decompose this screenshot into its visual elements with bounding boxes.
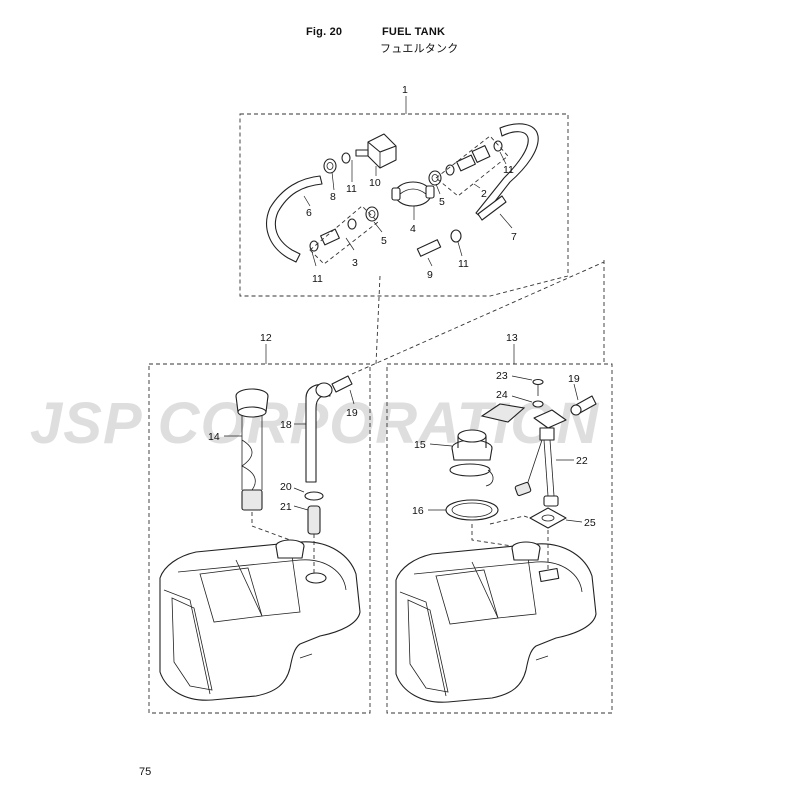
callout-11: 11 [458, 258, 469, 270]
callout-8: 8 [330, 191, 336, 203]
callout-23: 23 [496, 370, 508, 382]
figure-number: Fig. 20 [306, 26, 343, 38]
filler-cap-15 [449, 429, 494, 487]
fuel-sender-22 [514, 409, 567, 507]
callout-22: 22 [576, 455, 588, 467]
strainer-21 [307, 505, 321, 535]
fuel-tank-right [395, 541, 597, 703]
callout-12: 12 [260, 332, 272, 344]
callout-4: 4 [410, 223, 416, 235]
vent-plate [480, 403, 526, 423]
callout-19: 19 [568, 373, 580, 385]
guide-right-1 [471, 524, 513, 547]
callout-14: 14 [208, 431, 220, 443]
callout-11: 11 [503, 164, 514, 176]
fuel-tank-left [159, 539, 361, 701]
screw-23 [532, 378, 544, 396]
fitting-18 [305, 375, 353, 483]
callout-15: 15 [414, 439, 426, 451]
tank-assembly-13-box [386, 363, 613, 714]
fitting-19-right [570, 395, 597, 416]
primer-bulb-4 [391, 181, 435, 207]
callout-5: 5 [381, 235, 387, 247]
callout-18: 18 [280, 419, 292, 431]
group-2-outline [435, 135, 509, 197]
link-line-diag [351, 261, 605, 375]
callout-5: 5 [439, 196, 445, 208]
hose-7 [475, 123, 539, 219]
callout-16: 16 [412, 505, 424, 517]
guide-left-1 [251, 512, 291, 541]
callout-9: 9 [427, 269, 433, 281]
o-ring-20 [304, 491, 324, 501]
callout-21: 21 [280, 501, 292, 513]
guide-right-3 [489, 515, 531, 525]
tank-assembly-12-box [148, 363, 371, 714]
callout-1: 1 [402, 84, 408, 96]
callout-11: 11 [346, 183, 357, 195]
figure-title: FUEL TANK [382, 26, 446, 38]
hose-7-lower [477, 195, 507, 221]
link-line-left [375, 275, 381, 365]
callout-2: 2 [481, 188, 487, 200]
group-3-outline [309, 205, 379, 265]
gasket-ring-16 [445, 499, 499, 521]
hose-6 [266, 175, 323, 263]
figure-title-japanese: フュエルタンク [380, 43, 459, 55]
washer-24 [532, 400, 544, 408]
callout-7: 7 [511, 231, 517, 243]
callout-3: 3 [352, 257, 358, 269]
gasket-25 [529, 507, 567, 529]
fuel-gauge-14 [235, 388, 269, 511]
fittings-upper [323, 140, 503, 186]
fuel-line-assembly-box [239, 113, 569, 297]
fittings-lower [309, 206, 462, 257]
callout-13: 13 [506, 332, 518, 344]
callout-11: 11 [312, 273, 323, 285]
callout-19: 19 [346, 407, 358, 419]
connector-10 [355, 133, 397, 169]
callout-20: 20 [280, 481, 292, 493]
callout-6: 6 [306, 207, 312, 219]
callout-24: 24 [496, 389, 508, 401]
callout-10: 10 [369, 177, 381, 189]
callout-25: 25 [584, 517, 596, 529]
page-number: 75 [139, 766, 152, 778]
